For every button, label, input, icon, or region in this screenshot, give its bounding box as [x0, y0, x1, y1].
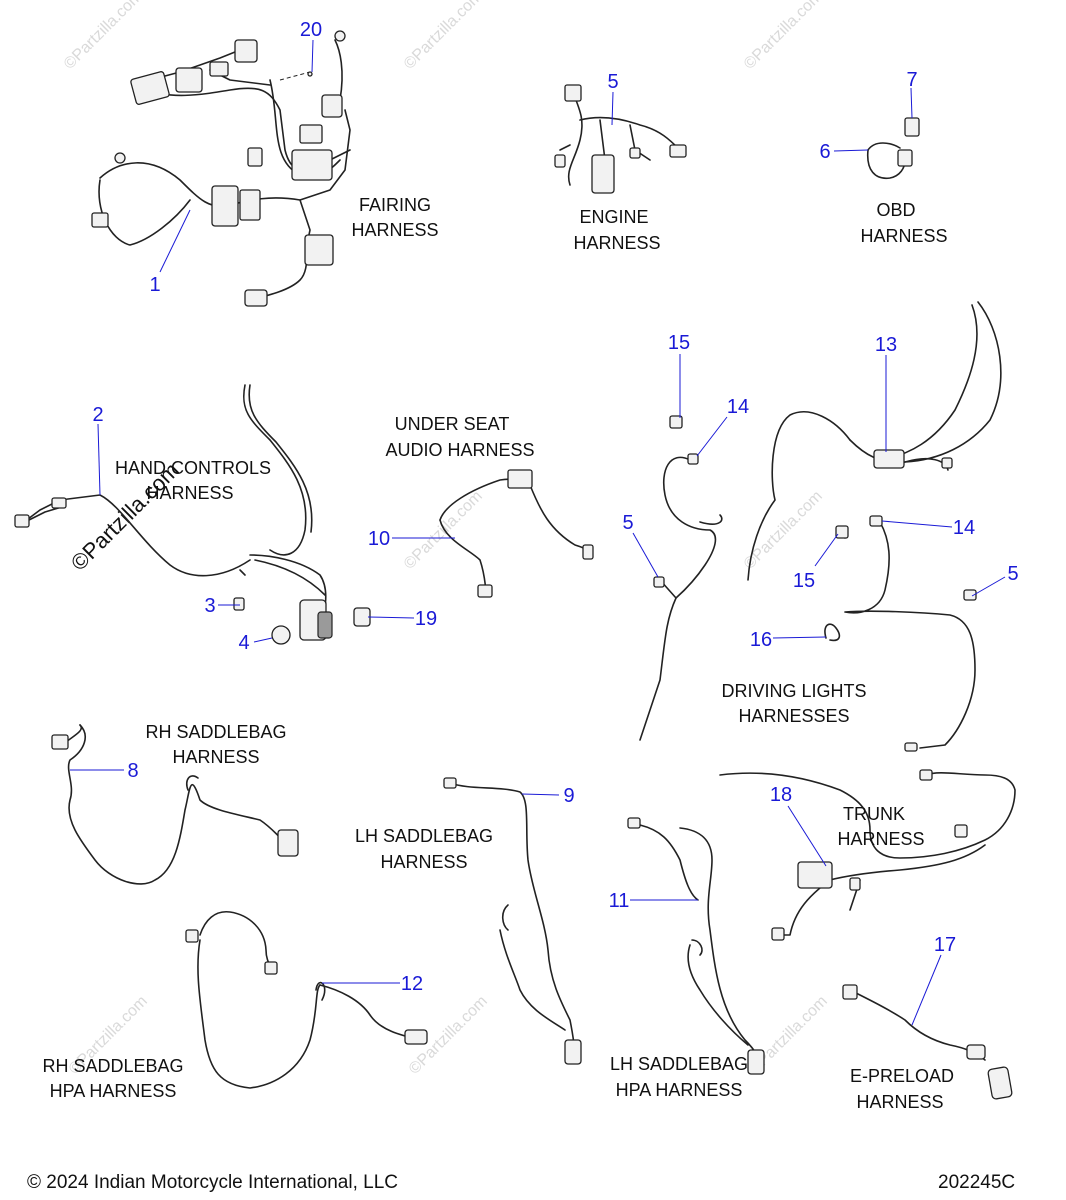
label-rh-hpa-1: RH SADDLEBAG	[42, 1056, 183, 1076]
callout-15b: 15	[793, 570, 815, 592]
label-trunk-1: TRUNK	[843, 804, 905, 824]
callout-14a: 14	[727, 396, 749, 418]
callout-5a: 5	[607, 71, 618, 93]
engine-harness-drawing	[554, 84, 687, 194]
label-epreload-1: E-PRELOAD	[850, 1066, 954, 1086]
callout-19: 19	[415, 608, 437, 630]
callout-1: 1	[149, 274, 160, 296]
label-driving-lights-2: HARNESSES	[738, 706, 849, 726]
lh-saddlebag-harness-drawing	[443, 777, 582, 1065]
under-seat-audio-harness-drawing	[439, 469, 594, 598]
callout-20: 20	[300, 19, 322, 41]
watermark: ©Partzilla.com	[741, 0, 826, 73]
callout-13: 13	[875, 334, 897, 356]
callout-leaders	[70, 39, 1006, 1026]
label-driving-lights-1: DRIVING LIGHTS	[721, 681, 866, 701]
label-hand-controls-1: HAND CONTROLS	[115, 458, 271, 478]
label-engine-1: ENGINE	[579, 207, 648, 227]
callout-12: 12	[401, 973, 423, 995]
label-lh-hpa-1: LH SADDLEBAG	[610, 1054, 748, 1074]
callout-14b: 14	[953, 517, 975, 539]
callout-15a: 15	[668, 332, 690, 354]
watermark: ©Partzilla.com	[401, 0, 486, 73]
lh-saddlebag-hpa-harness-drawing	[627, 817, 765, 1075]
callout-18: 18	[770, 784, 792, 806]
label-trunk-2: HARNESS	[837, 829, 924, 849]
hand-controls-harness-drawing	[14, 384, 371, 645]
callout-numbers: 1 2 3 4 5 5 5 6 7 8 9 10 11 12 13 14 14 …	[92, 19, 1018, 995]
label-lh-saddlebag-1: LH SADDLEBAG	[355, 826, 493, 846]
label-lh-hpa-2: HPA HARNESS	[616, 1080, 743, 1100]
copyright-text: © 2024 Indian Motorcycle International, …	[27, 1172, 398, 1193]
callout-3: 3	[204, 595, 215, 617]
label-under-seat-2: AUDIO HARNESS	[385, 440, 534, 460]
callout-5b: 5	[622, 512, 633, 534]
label-under-seat-1: UNDER SEAT	[395, 414, 510, 434]
label-fairing-2: HARNESS	[351, 220, 438, 240]
callout-11: 11	[609, 890, 630, 912]
e-preload-harness-drawing	[842, 984, 1013, 1100]
callout-5c: 5	[1007, 563, 1018, 585]
label-engine-2: HARNESS	[573, 233, 660, 253]
callout-8: 8	[127, 760, 138, 782]
callout-9: 9	[563, 785, 574, 807]
label-rh-hpa-2: HPA HARNESS	[50, 1081, 177, 1101]
label-hand-controls-2: HARNESS	[146, 483, 233, 503]
driving-lights-harness-drawing	[639, 301, 1002, 752]
harness-labels: FAIRING HARNESS ENGINE HARNESS OBD HARNE…	[42, 195, 954, 1112]
label-fairing-1: FAIRING	[359, 195, 431, 215]
watermark: ©Partzilla.com	[61, 0, 146, 73]
label-lh-saddlebag-2: HARNESS	[380, 852, 467, 872]
callout-7: 7	[906, 69, 917, 91]
label-obd-1: OBD	[876, 200, 915, 220]
rh-saddlebag-harness-drawing	[51, 724, 299, 885]
rh-saddlebag-hpa-harness-drawing	[185, 910, 428, 1089]
fairing-harness-drawing	[91, 30, 351, 307]
callout-16: 16	[750, 629, 772, 651]
watermark: ©Partzilla.com	[741, 488, 826, 573]
callout-6: 6	[819, 141, 830, 163]
trunk-harness-drawing	[719, 769, 1016, 941]
obd-harness-drawing	[866, 117, 920, 179]
callout-10: 10	[368, 528, 390, 550]
label-rh-saddlebag-1: RH SADDLEBAG	[145, 722, 286, 742]
callout-17: 17	[934, 934, 956, 956]
diagram-code: 202245C	[938, 1172, 1016, 1193]
label-epreload-2: HARNESS	[856, 1092, 943, 1112]
watermark: ©Partzilla.com	[401, 488, 486, 573]
callout-2: 2	[92, 404, 103, 426]
label-obd-2: HARNESS	[860, 226, 947, 246]
callout-4: 4	[238, 632, 249, 654]
label-rh-saddlebag-2: HARNESS	[172, 747, 259, 767]
